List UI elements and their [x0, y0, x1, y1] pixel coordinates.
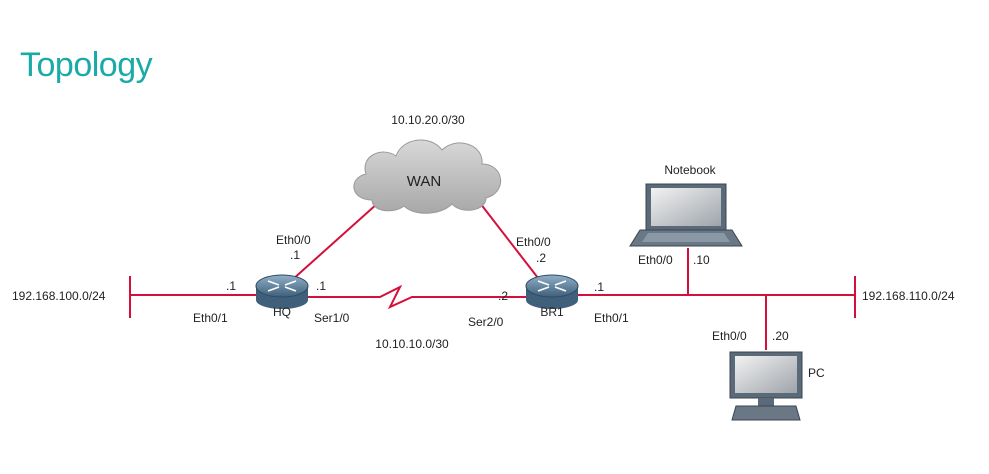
- br1-router: BR1: [525, 274, 579, 319]
- hq-serial-interface: Ser1/0: [314, 311, 350, 325]
- hq-router-name: HQ: [273, 305, 291, 319]
- hq-wan-link: [291, 202, 379, 281]
- serial-link: [306, 284, 528, 310]
- notebook-device: Notebook: [629, 163, 743, 247]
- hq-lan-subnet: 192.168.100.0/24: [12, 289, 106, 303]
- router-arrows-icon: [267, 280, 297, 292]
- pc-interface: Eth0/0: [712, 329, 747, 343]
- pc-device: PC: [729, 351, 825, 421]
- br1-serial-host: .2: [498, 289, 508, 303]
- hq-router: HQ: [255, 274, 309, 319]
- pc-name: PC: [808, 366, 825, 380]
- serial-subnet-label: 10.10.10.0/30: [375, 337, 449, 351]
- hq-lan-interface: Eth0/1: [193, 311, 228, 325]
- br1-lan-host: .1: [594, 280, 604, 294]
- notebook-host: .10: [693, 253, 710, 267]
- br1-wan-interface: Eth0/0: [516, 235, 551, 249]
- br1-lan-interface: Eth0/1: [594, 311, 629, 325]
- br1-serial-interface: Ser2/0: [468, 315, 504, 329]
- wan-cloud-label: WAN: [407, 173, 441, 190]
- pc-host: .20: [772, 329, 789, 343]
- notebook-name: Notebook: [664, 163, 716, 177]
- hq-wan-host: .1: [290, 248, 300, 262]
- cloud-icon: [353, 139, 502, 214]
- router-arrows-icon: [537, 280, 567, 292]
- notebook-interface: Eth0/0: [638, 253, 673, 267]
- br1-router-name: BR1: [540, 305, 564, 319]
- desktop-pc-icon: [729, 351, 803, 421]
- br1-lan-subnet: 192.168.110.0/24: [862, 289, 955, 303]
- laptop-icon: [629, 183, 743, 247]
- hq-serial-host: .1: [316, 279, 326, 293]
- page-title: Topology: [20, 46, 153, 84]
- wan-subnet-label: 10.10.20.0/30: [391, 113, 465, 127]
- hq-wan-interface: Eth0/0: [276, 233, 311, 247]
- wan-cloud: WAN: [353, 139, 502, 214]
- hq-lan-host: .1: [226, 279, 236, 293]
- br1-wan-link: [479, 202, 539, 279]
- br1-wan-host: .2: [536, 251, 546, 265]
- network-links: [129, 202, 856, 350]
